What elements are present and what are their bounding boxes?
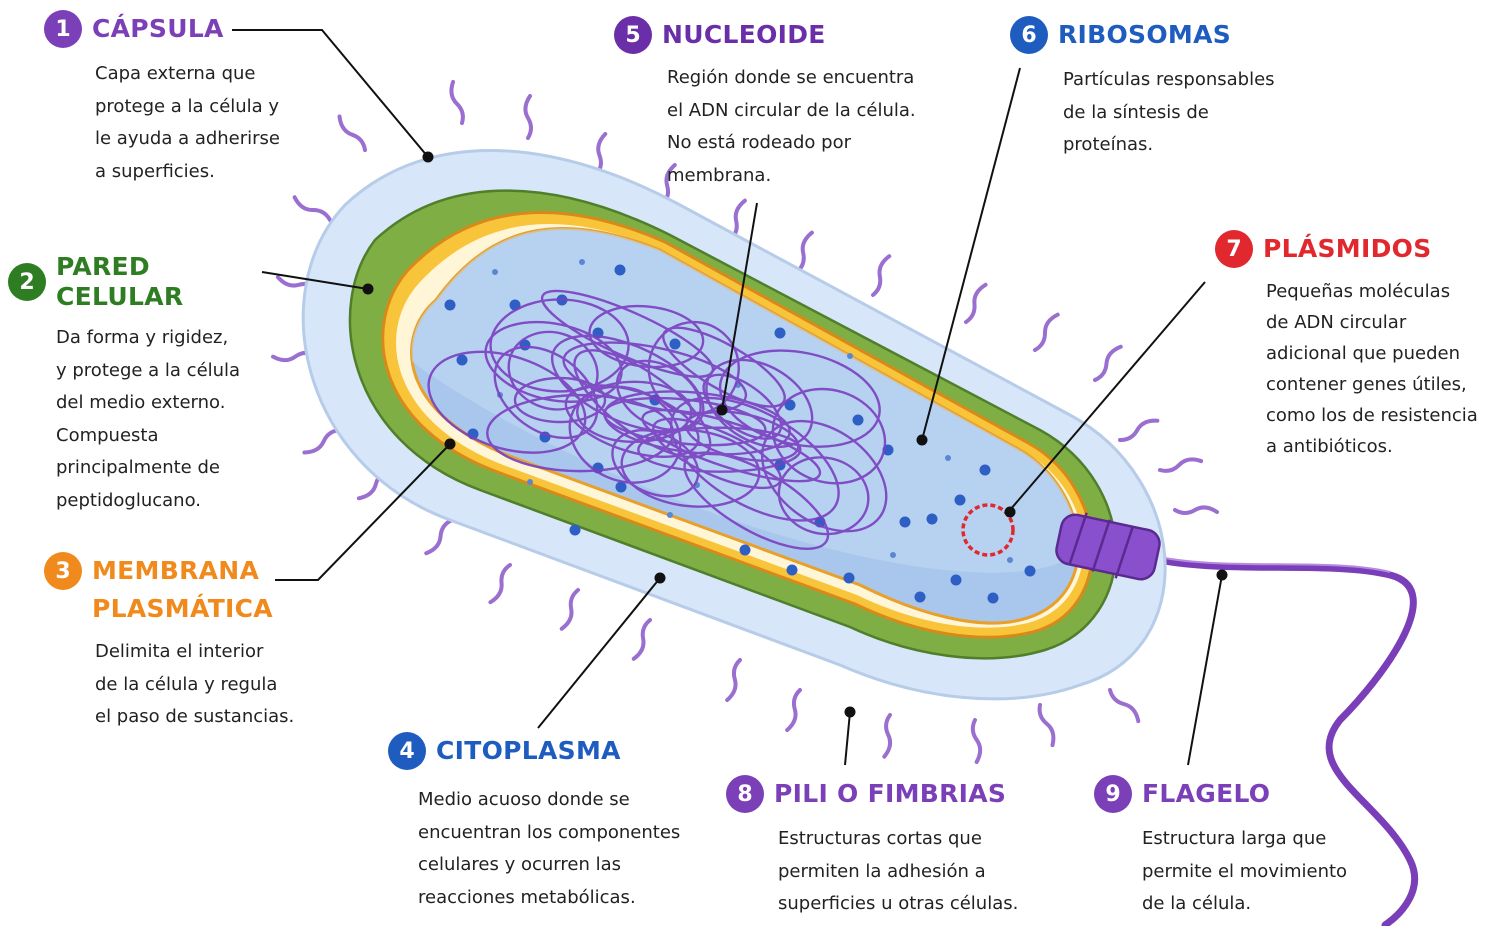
label-title: FLAGELO bbox=[1142, 779, 1270, 809]
ribosome bbox=[787, 565, 798, 576]
pilus bbox=[1159, 457, 1201, 473]
label-title: PLÁSMIDOS bbox=[1263, 234, 1432, 264]
ribosome bbox=[615, 265, 626, 276]
ribosome bbox=[900, 517, 911, 528]
ribosome bbox=[988, 593, 999, 604]
pilus bbox=[561, 589, 581, 630]
number-badge: 7 bbox=[1215, 230, 1253, 268]
pilus bbox=[871, 255, 891, 296]
number-badge: 6 bbox=[1010, 16, 1048, 54]
pilus bbox=[972, 720, 981, 762]
label-capsula: 1 CÁPSULA Capa externa que protege a la … bbox=[44, 10, 324, 188]
ribosome bbox=[445, 300, 456, 311]
pilus bbox=[1175, 507, 1217, 513]
pilus bbox=[633, 619, 653, 660]
ribosome bbox=[740, 545, 751, 556]
leader-pili bbox=[845, 712, 850, 765]
ribosome bbox=[951, 575, 962, 586]
pilus bbox=[1033, 312, 1059, 351]
number-badge: 3 bbox=[44, 552, 82, 590]
label-plasmidos: 7 PLÁSMIDOS Pequeñas moléculas de ADN ci… bbox=[1215, 230, 1483, 462]
ribosome bbox=[492, 269, 498, 275]
ribosome bbox=[775, 328, 786, 339]
label-title: MEMBRANA PLASMÁTICA bbox=[92, 552, 273, 628]
number-badge: 2 bbox=[8, 263, 46, 301]
pilus bbox=[726, 659, 742, 701]
ribosome bbox=[847, 353, 853, 359]
label-citoplasma: 4 CITOPLASMA Medio acuoso donde se encue… bbox=[388, 732, 708, 914]
ribosome bbox=[853, 415, 864, 426]
number-badge: 5 bbox=[614, 16, 652, 54]
label-description: Capa externa que protege a la célula y l… bbox=[95, 58, 324, 188]
label-title: CÁPSULA bbox=[92, 14, 224, 44]
label-description: Estructuras cortas que permiten la adhes… bbox=[778, 823, 1046, 921]
label-membrana-plasmatica: 3 MEMBRANA PLASMÁTICA Delimita el interi… bbox=[44, 552, 324, 734]
ribosome bbox=[527, 479, 533, 485]
label-title: PARED CELULAR bbox=[56, 252, 278, 312]
number-badge: 9 bbox=[1094, 775, 1132, 813]
label-description: Estructura larga que permite el movimien… bbox=[1142, 823, 1384, 921]
ribosome bbox=[1025, 566, 1036, 577]
pilus bbox=[525, 96, 531, 138]
pilus bbox=[490, 564, 513, 604]
number-badge: 1 bbox=[44, 10, 82, 48]
label-title: NUCLEOIDE bbox=[662, 20, 826, 50]
pilus bbox=[425, 518, 454, 556]
pilus bbox=[786, 689, 802, 731]
label-ribosomas: 6 RIBOSOMAS Partículas responsables de l… bbox=[1010, 16, 1310, 162]
label-flagelo: 9 FLAGELO Estructura larga que permite e… bbox=[1094, 775, 1384, 921]
pilus bbox=[292, 196, 331, 222]
ribosome bbox=[890, 552, 896, 558]
pilus bbox=[1119, 417, 1158, 443]
pilus bbox=[964, 283, 987, 323]
pilus bbox=[1037, 704, 1057, 745]
label-nucleoide: 5 NUCLEOIDE Región donde se encuentra el… bbox=[614, 16, 954, 192]
number-badge: 4 bbox=[388, 732, 426, 770]
label-description: Medio acuoso donde se encuentran los com… bbox=[418, 784, 708, 914]
ribosome bbox=[570, 525, 581, 536]
label-description: Partículas responsables de la síntesis d… bbox=[1063, 64, 1310, 162]
ribosome bbox=[945, 455, 951, 461]
ribosome bbox=[457, 355, 468, 366]
label-pared-celular: 2 PARED CELULAR Da forma y rigidez, y pr… bbox=[8, 252, 278, 517]
pilus bbox=[304, 428, 342, 457]
leader-flagelo bbox=[1188, 575, 1222, 765]
ribosome bbox=[915, 592, 926, 603]
pilus bbox=[1093, 344, 1122, 382]
ribosome bbox=[579, 259, 585, 265]
pilus bbox=[449, 82, 465, 124]
ribosome bbox=[980, 465, 991, 476]
label-pili-fimbrias: 8 PILI O FIMBRIAS Estructuras cortas que… bbox=[726, 775, 1046, 921]
ribosome bbox=[927, 514, 938, 525]
label-description: Región donde se encuentra el ADN circula… bbox=[667, 62, 954, 192]
pilus bbox=[883, 715, 892, 757]
label-title: PILI O FIMBRIAS bbox=[774, 779, 1006, 809]
label-title: RIBOSOMAS bbox=[1058, 20, 1231, 50]
number-badge: 8 bbox=[726, 775, 764, 813]
label-title: CITOPLASMA bbox=[436, 736, 621, 766]
ribosome bbox=[667, 512, 673, 518]
label-description: Pequeñas moléculas de ADN circular adici… bbox=[1266, 276, 1483, 462]
ribosome bbox=[844, 573, 855, 584]
ribosome bbox=[1007, 557, 1013, 563]
pilus bbox=[336, 116, 367, 152]
pilus bbox=[1108, 688, 1142, 722]
ribosome bbox=[670, 339, 681, 350]
ribosome bbox=[955, 495, 966, 506]
label-description: Da forma y rigidez, y protege a la célul… bbox=[56, 322, 278, 517]
label-description: Delimita el interior de la célula y regu… bbox=[95, 636, 324, 734]
